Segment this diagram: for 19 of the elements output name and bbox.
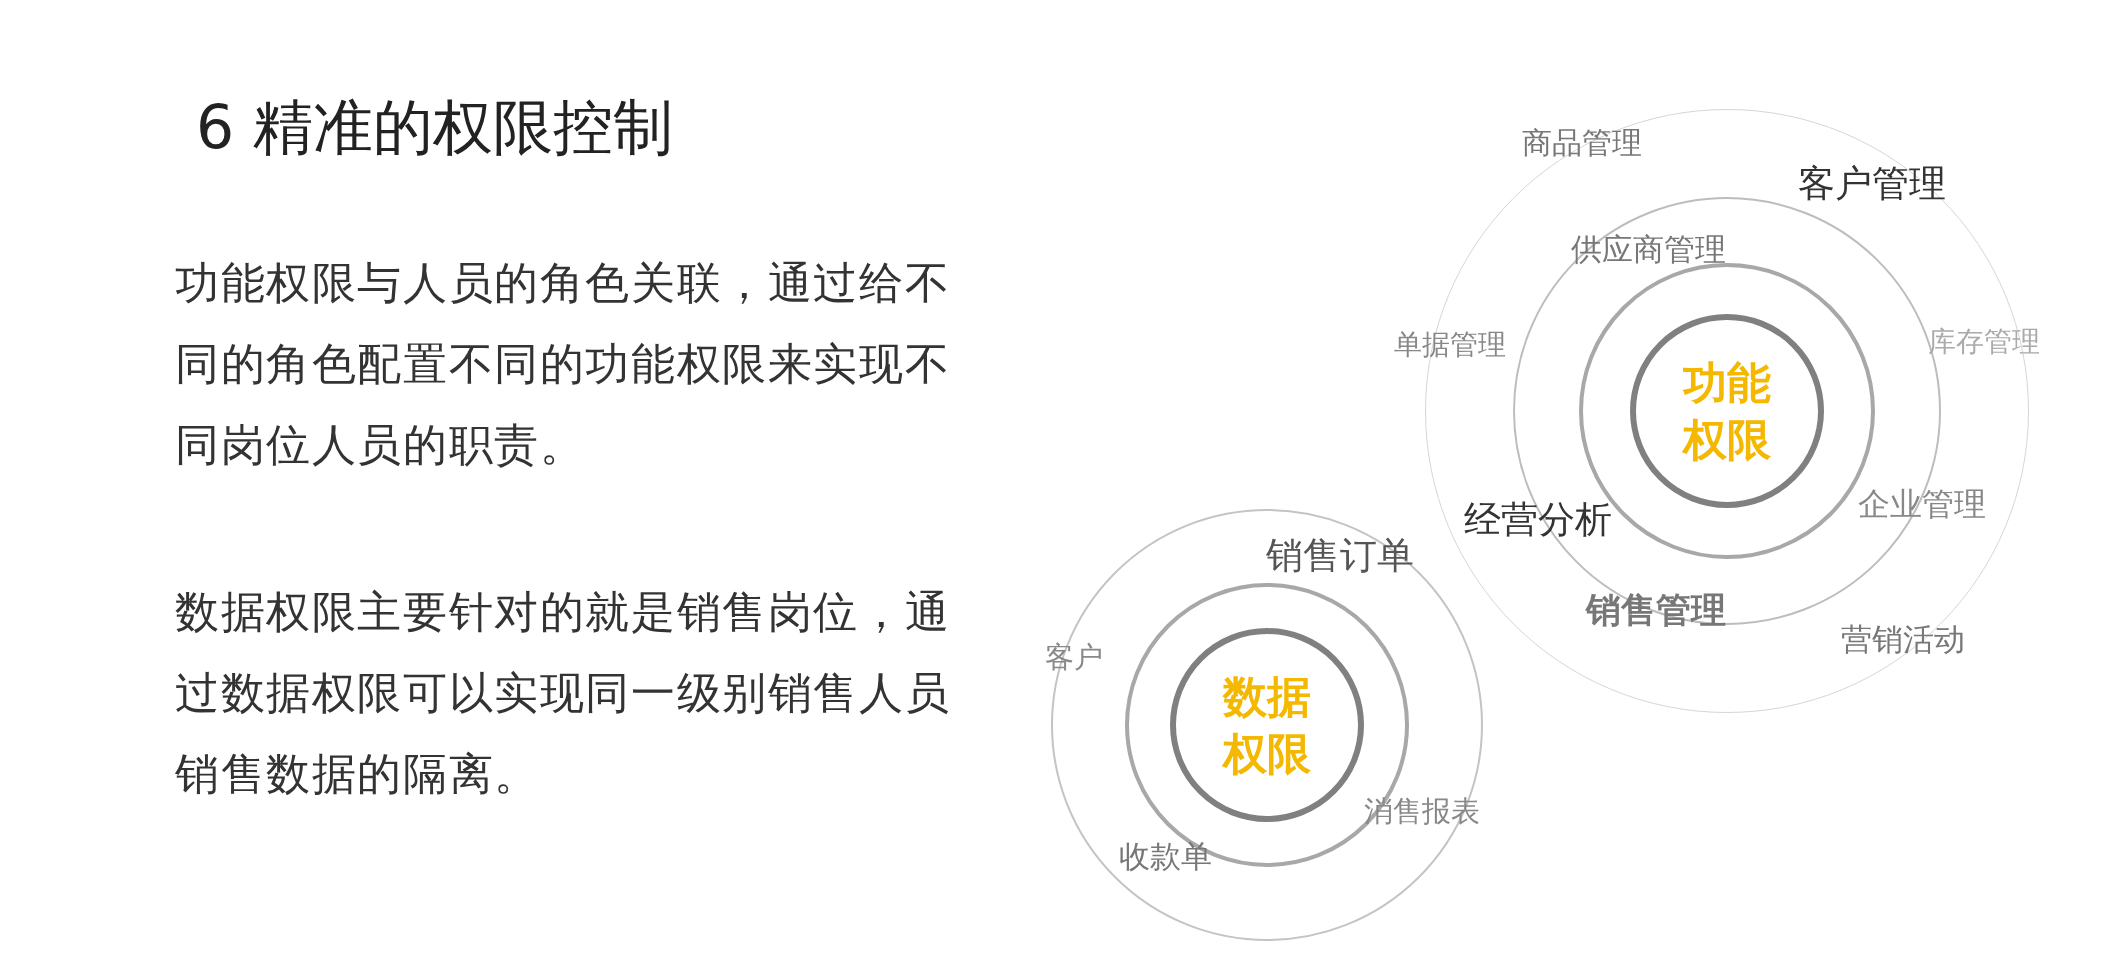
title: 6 精准的权限控制: [196, 91, 674, 164]
ring-label: 销售管理: [1586, 588, 1726, 632]
ring-label: 收款单: [1118, 837, 1212, 876]
paragraph: 功能权限与人员的角色关联，通过给不同的角色配置不同的功能权限来实现不同岗位人员的职责。: [175, 256, 952, 472]
ring-label: 单据管理: [1394, 327, 1506, 363]
ring-label: 客户: [1045, 639, 1103, 676]
center-label: 功能权限: [1681, 355, 1772, 467]
ring-label: 供应商管理: [1570, 230, 1726, 269]
ring-label: 经营分析: [1464, 497, 1612, 543]
center-circle: [1629, 313, 1824, 508]
ring-label: 库存管理: [1928, 324, 2040, 360]
center-label: 数据权限: [1221, 669, 1312, 781]
center-circle: [1170, 628, 1364, 822]
ring-label: 营销活动: [1841, 620, 1965, 659]
paragraph: 数据权限主要针对的就是销售岗位，通过数据权限可以实现同一级别销售人员销售数据的隔离。: [175, 585, 952, 801]
ring-label: 企业管理: [1858, 484, 1986, 525]
ring-label: 商品管理: [1522, 123, 1642, 162]
ring-label: 销售订单: [1266, 533, 1414, 579]
ring-label: 客户管理: [1798, 161, 1946, 207]
